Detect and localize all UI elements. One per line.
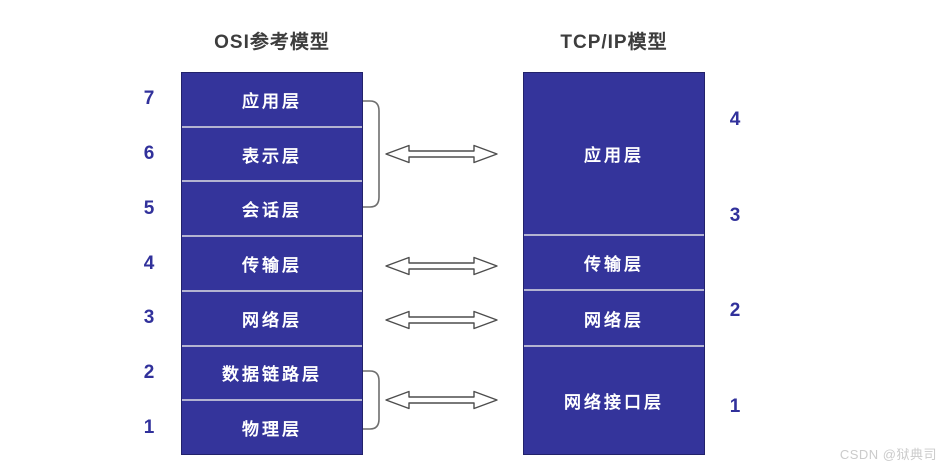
tcpip-layer-transport: 传输层 xyxy=(524,233,704,290)
osi-layer-physical: 物理层 xyxy=(182,399,362,454)
tcpip-model-title: TCP/IP模型 xyxy=(560,32,668,53)
osi-layer-stack: 应用层 表示层 会话层 传输层 网络层 数据链路层 物理层 xyxy=(181,72,363,455)
bidirectional-arrow-icon xyxy=(385,310,498,330)
osi-layer-presentation: 表示层 xyxy=(182,125,362,181)
bracket-osi-upper-group xyxy=(363,100,380,208)
tcpip-layer-numbers: 4 3 2 1 xyxy=(714,72,756,455)
tcpip-number-2: 2 xyxy=(729,300,741,322)
osi-number-6: 6 xyxy=(143,143,155,165)
bidirectional-arrow-icon xyxy=(385,144,498,164)
osi-number-4: 4 xyxy=(143,252,155,274)
csdn-watermark: CSDN @狱典司 xyxy=(839,447,937,462)
osi-layer-application: 应用层 xyxy=(242,91,302,111)
tcpip-layer-network: 网络层 xyxy=(524,289,704,345)
osi-layer-numbers: 7 6 5 4 3 2 1 xyxy=(128,72,170,455)
tcpip-number-1: 1 xyxy=(729,396,741,418)
osi-layer-network: 网络层 xyxy=(182,289,362,345)
osi-layer-transport: 传输层 xyxy=(182,235,362,290)
osi-number-3: 3 xyxy=(143,307,155,329)
osi-number-1: 1 xyxy=(143,416,155,438)
tcpip-number-3: 3 xyxy=(729,204,741,226)
bidirectional-arrow-icon xyxy=(385,256,498,276)
tcpip-layer-application: 应用层 xyxy=(584,145,644,165)
osi-number-5: 5 xyxy=(143,197,155,219)
bidirectional-arrow-icon xyxy=(385,390,498,410)
tcpip-layer-network-interface: 网络接口层 xyxy=(524,344,704,454)
tcpip-layer-stack: 应用层 传输层 网络层 网络接口层 xyxy=(523,72,705,455)
osi-layer-session: 会话层 xyxy=(182,180,362,235)
tcpip-number-4: 4 xyxy=(729,108,741,130)
bracket-osi-lower-group xyxy=(363,370,380,430)
osi-model-title: OSI参考模型 xyxy=(214,32,330,53)
osi-number-2: 2 xyxy=(143,361,155,383)
osi-layer-datalink: 数据链路层 xyxy=(182,344,362,400)
osi-number-7: 7 xyxy=(143,88,155,110)
